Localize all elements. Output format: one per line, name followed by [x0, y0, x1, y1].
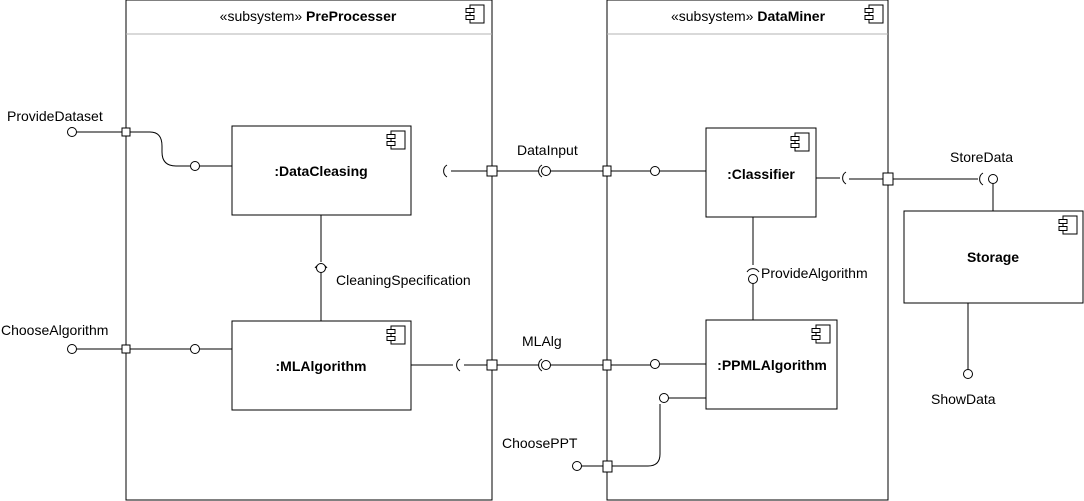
choose-ppt-connector[interactable]: ChoosePPT — [502, 393, 706, 473]
subsystem-title: «subsystem» PreProcesser — [220, 8, 397, 24]
provided-interface — [988, 174, 998, 184]
component-data-cleasing[interactable]: :DataCleasing — [231, 125, 412, 216]
interface-label: DataInput — [517, 142, 578, 158]
provided-interface — [541, 360, 551, 370]
provide-dataset-connector[interactable]: ProvideDataset — [7, 108, 232, 171]
provided-interface — [190, 161, 200, 171]
provided-interface — [650, 359, 660, 369]
component-name: :DataCleasing — [274, 163, 367, 179]
component-name: Storage — [967, 249, 1019, 265]
choose-algorithm-connector[interactable]: ChooseAlgorithm — [1, 322, 232, 354]
interface-label: ChooseAlgorithm — [1, 322, 108, 338]
subsystem-stereotype: «subsystem» — [220, 8, 303, 24]
interface-label: MLAlg — [522, 333, 562, 349]
interface-label: CleaningSpecification — [336, 272, 471, 288]
provided-interface — [316, 263, 326, 273]
interface-label: ShowData — [931, 391, 996, 407]
component-storage[interactable]: Storage — [903, 210, 1084, 304]
provided-interface — [963, 369, 973, 379]
subsystem-stereotype: «subsystem» — [671, 8, 754, 24]
data-input-connector[interactable]: DataInput — [443, 142, 706, 178]
component-ml-algorithm[interactable]: :MLAlgorithm — [231, 320, 412, 411]
provided-interface — [650, 166, 660, 176]
port — [486, 359, 498, 371]
port — [882, 172, 894, 186]
subsystem-title: «subsystem» DataMiner — [671, 8, 826, 24]
interface-label: ChoosePPT — [502, 435, 578, 451]
component-name: :MLAlgorithm — [276, 358, 367, 374]
port — [602, 165, 612, 177]
cleaning-specification-connector[interactable]: CleaningSpecification — [314, 215, 471, 321]
component-name: :PPMLAlgorithm — [717, 357, 827, 373]
port — [602, 460, 613, 473]
subsystem-name: DataMiner — [757, 8, 825, 24]
provided-interface — [190, 344, 200, 354]
provide-algorithm-connector[interactable]: ProvideAlgorithm — [746, 217, 868, 320]
provided-interface — [541, 166, 551, 176]
interface-label: ProvideDataset — [7, 108, 103, 124]
component-name: :Classifier — [727, 166, 795, 182]
port — [121, 344, 131, 354]
subsystem-dataminer[interactable]: «subsystem» DataMiner — [606, 0, 889, 501]
store-data-connector[interactable]: StoreData — [816, 149, 1013, 211]
provided-interface — [748, 274, 758, 284]
port — [602, 359, 612, 371]
component-classifier[interactable]: :Classifier — [705, 127, 817, 218]
interface-label: StoreData — [950, 149, 1013, 165]
interface-label: ProvideAlgorithm — [761, 265, 868, 281]
show-data-connector[interactable]: ShowData — [931, 303, 996, 407]
port — [486, 165, 498, 177]
subsystem-name: PreProcesser — [306, 8, 397, 24]
subsystem-preprocesser[interactable]: «subsystem» PreProcesser — [125, 0, 493, 501]
ml-alg-connector[interactable]: MLAlg — [411, 333, 706, 372]
component-ppml-algorithm[interactable]: :PPMLAlgorithm — [705, 319, 838, 410]
port — [121, 127, 131, 137]
provided-interface — [659, 393, 669, 403]
